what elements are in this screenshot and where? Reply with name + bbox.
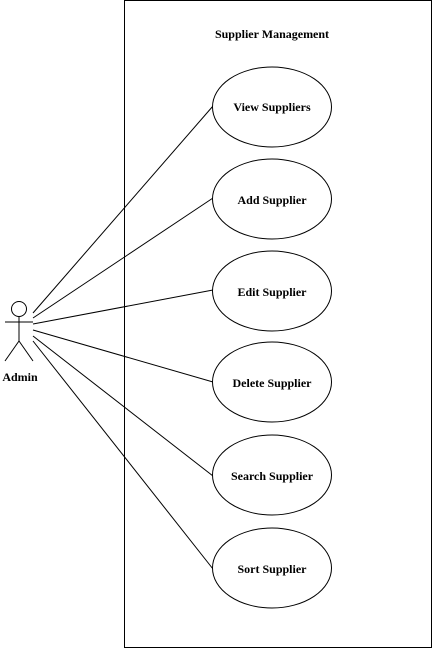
use-case-label: Add Supplier [237, 193, 307, 207]
actor-label: Admin [2, 370, 38, 384]
association-view-suppliers [32, 105, 214, 314]
association-sort-supplier [32, 340, 214, 570]
use-case-label: Edit Supplier [237, 285, 307, 299]
use-case-ellipse[interactable] [212, 158, 332, 240]
use-case-ellipse[interactable] [212, 341, 332, 423]
actor-admin: Admin [2, 301, 38, 384]
use-case-label: Delete Supplier [233, 376, 313, 390]
actor-right-leg [18, 340, 34, 362]
use-case-add-supplier[interactable]: Add Supplier [212, 158, 332, 240]
actor-head [11, 301, 27, 317]
use-case-label: Sort Supplier [237, 562, 307, 576]
use-case-label: Search Supplier [231, 469, 314, 483]
use-case-ellipse[interactable] [212, 527, 332, 609]
use-case-edit-supplier[interactable]: Edit Supplier [212, 250, 332, 332]
association-edit-supplier [32, 289, 214, 325]
use-case-delete-supplier[interactable]: Delete Supplier [212, 341, 332, 423]
use-case-sort-supplier[interactable]: Sort Supplier [212, 527, 332, 609]
use-case-label: View Suppliers [233, 100, 311, 114]
use-case-search-supplier[interactable]: Search Supplier [212, 434, 332, 516]
associations [32, 105, 214, 570]
association-delete-supplier [32, 329, 214, 383]
association-add-supplier [32, 197, 214, 319]
use-case-ellipse[interactable] [212, 434, 332, 516]
actor-left-leg [4, 340, 20, 362]
association-search-supplier [32, 335, 214, 477]
use-case-ellipse[interactable] [212, 66, 332, 148]
use-case-view-suppliers[interactable]: View Suppliers [212, 66, 332, 148]
system-title: Supplier Management [215, 27, 329, 41]
use-case-ellipse[interactable] [212, 250, 332, 332]
